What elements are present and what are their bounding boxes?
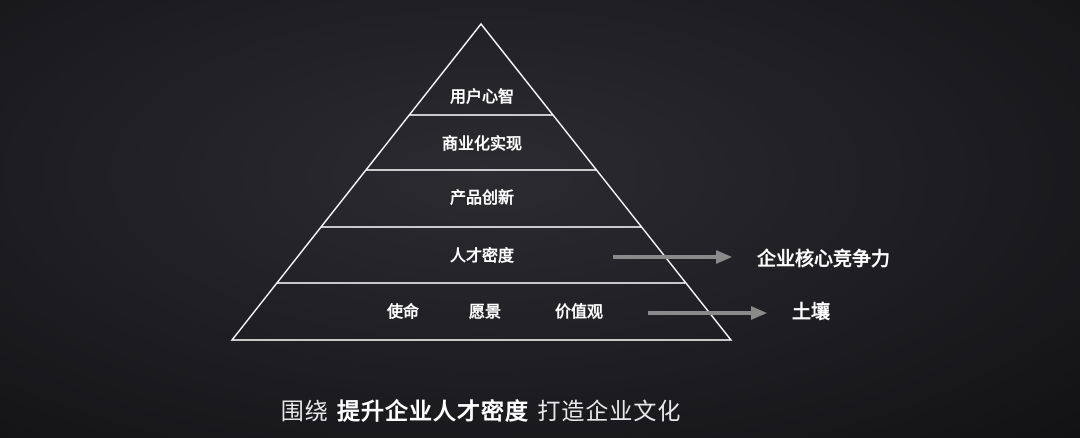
base-label-vision: 愿景 — [469, 302, 501, 321]
pyramid-outline — [230, 22, 733, 341]
pyramid-triangle — [230, 22, 733, 341]
tier-label-product-innovation: 产品创新 — [450, 188, 514, 207]
caption-prefix: 围绕 — [280, 399, 329, 425]
base-label-mission: 使命 — [386, 302, 420, 321]
tier-label-user-mind: 用户心智 — [450, 87, 514, 106]
tier-label-commercialization: 商业化实现 — [442, 134, 522, 153]
arrow-soil — [648, 306, 767, 320]
annotation-soil: 土壤 — [792, 300, 831, 323]
arrow-core — [613, 250, 732, 264]
caption-highlight: 提升企业人才密度 — [337, 399, 529, 425]
annotation-core-competitiveness: 企业核心竞争力 — [756, 247, 890, 270]
caption-suffix: 打造企业文化 — [537, 399, 682, 425]
tier-label-talent-density: 人才密度 — [450, 246, 515, 265]
caption: 围绕 提升企业人才密度 打造企业文化 — [0, 392, 962, 426]
base-label-values: 价值观 — [555, 302, 603, 321]
